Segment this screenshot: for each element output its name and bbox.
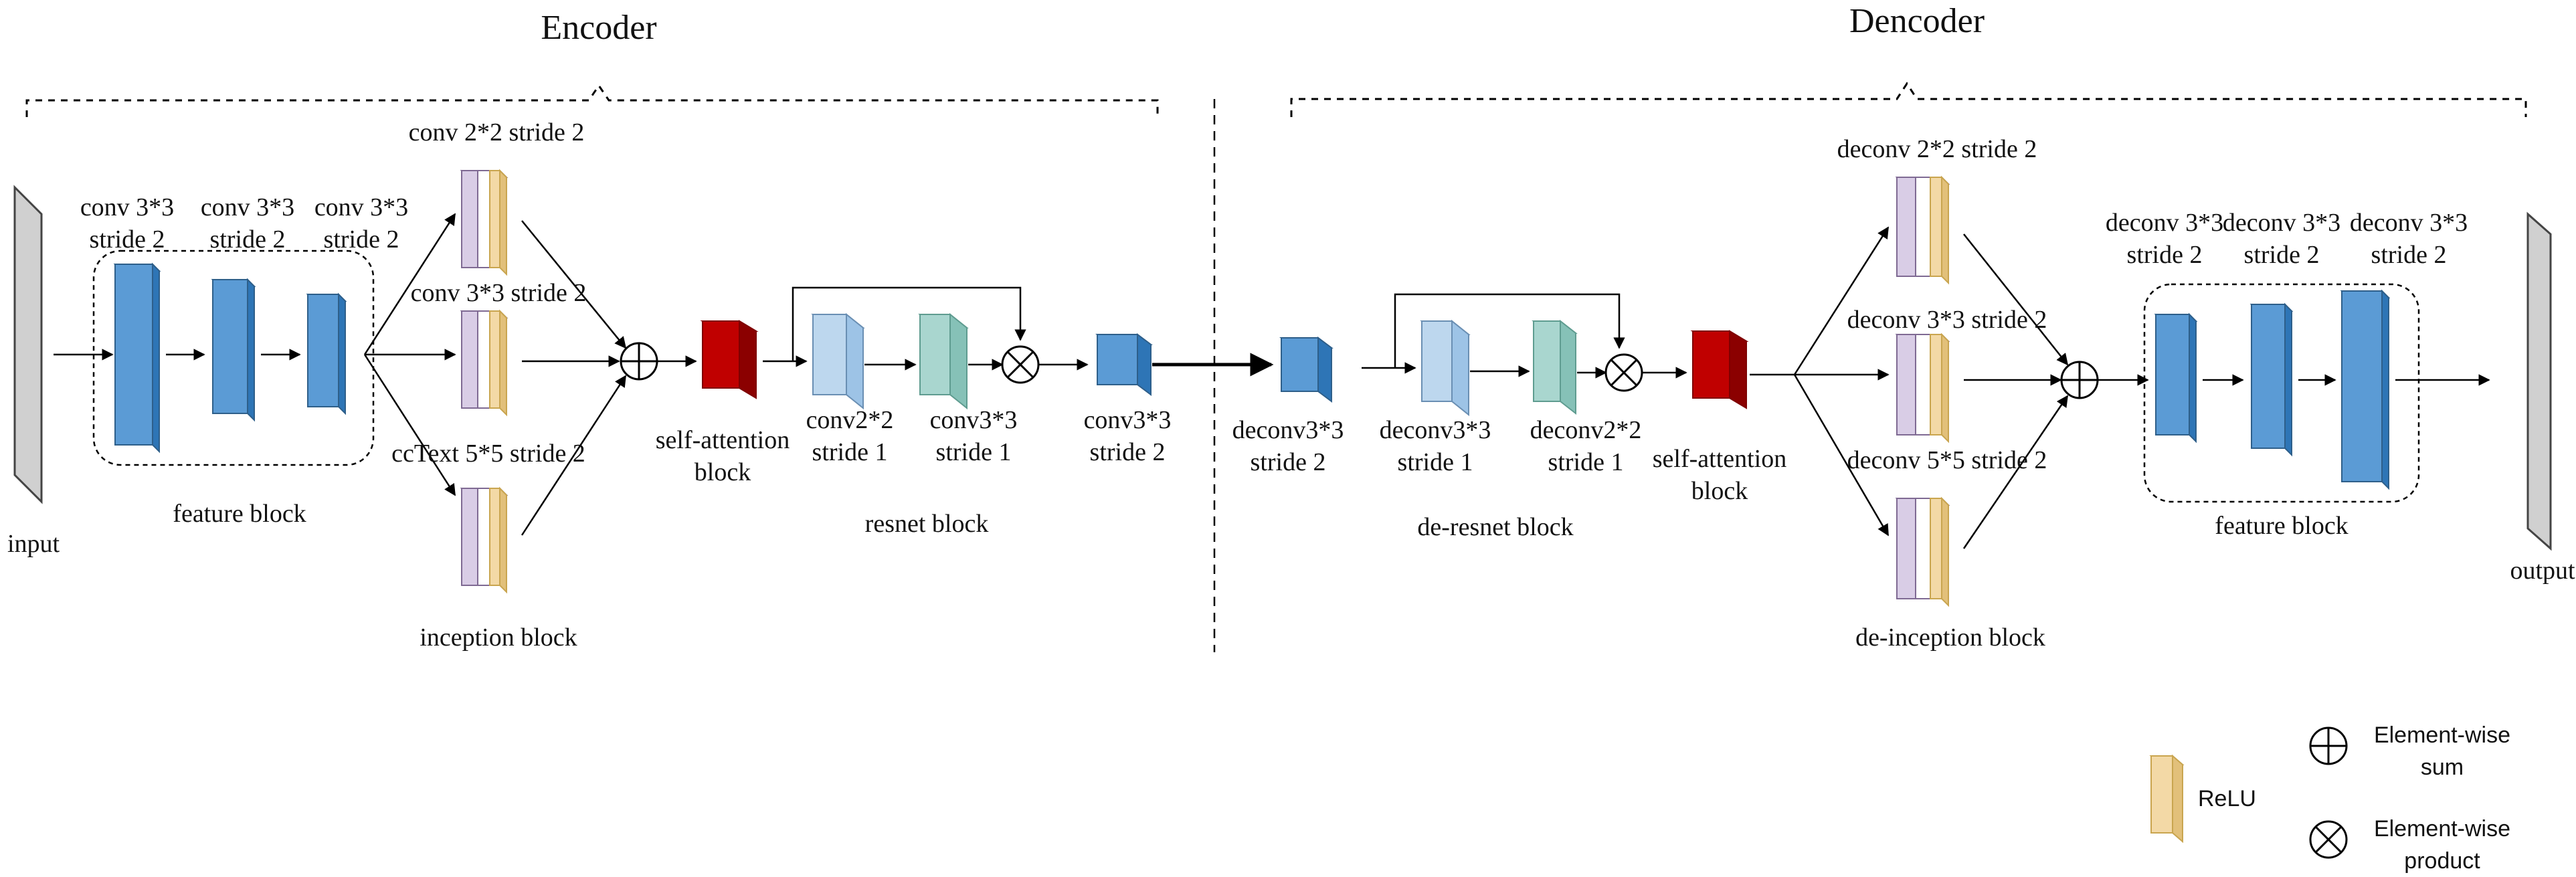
decoder-feature-block-box [2143,283,2420,503]
encoder-feature-layer-3 [306,292,347,415]
arrow-deinc1-to-sum [1963,233,2069,366]
encoder-product-icon [1001,345,1040,384]
deres-label-2a: deconv2*2 [1530,416,1642,444]
res-layer-2 [918,312,969,410]
deinception-branch-1 [1895,175,1950,285]
decoder-attention-label-2: block [1691,477,1748,505]
decoder-title: Dencoder [1849,2,1985,40]
input-plate [13,185,43,504]
arrow-desplit-top [1793,226,1890,375]
decoder-feature-layer-2 [2249,302,2294,457]
deinception-label-2: deconv 3*3 stride 2 [1847,306,2047,334]
res-layer-1 [811,312,865,410]
sum-legend-label-1: Element-wise [2374,722,2510,748]
product-legend-icon [2309,820,2348,859]
encoder-final-conv-label-2: stride 2 [1090,438,1166,466]
decoder-feature-label-3a: deconv 3*3 [2350,209,2468,237]
decoder-attention-block [1690,330,1749,409]
encoder-sum-icon [620,342,658,381]
encoder-feature-label-3b: stride 2 [324,225,399,254]
encoder-final-conv-label-1: conv3*3 [1084,406,1172,434]
inception-branch-3 [460,486,509,594]
decoder-product-icon [1604,353,1643,392]
decoder-feature-layer-3 [2340,289,2391,490]
encoder-title: Encoder [541,9,656,47]
res-label-1b: stride 1 [812,438,888,466]
deres-label-2b: stride 1 [1548,448,1624,476]
decoder-feature-label-2b: stride 2 [2244,241,2320,269]
decoder-feature-label-2a: deconv 3*3 [2223,209,2340,237]
arrow-deinc3-to-sum [1962,395,2069,549]
decoder-feature-layer-1 [2154,312,2198,444]
deres-label-1b: stride 1 [1398,448,1473,476]
encoder-bracket [25,84,1159,117]
output-plate [2526,211,2552,551]
arrow-res-skip [792,286,1026,361]
inception-label-1: conv 2*2 stride 2 [409,118,585,147]
deres-label-1a: deconv3*3 [1380,416,1491,444]
decoder-sum-icon [2060,361,2099,399]
inception-label-2: conv 3*3 stride 2 [411,279,587,307]
encoder-feature-label-2a: conv 3*3 [201,193,294,221]
resnet-block-label: resnet block [865,510,989,538]
res-label-2b: stride 1 [936,438,1012,466]
encoder-final-conv [1095,333,1153,396]
decoder-bracket [1290,82,2527,117]
deinception-label-3: deconv 5*5 stride 2 [1847,446,2047,474]
arrow-inc3-to-sum [521,375,627,536]
encoder-feature-label-1a: conv 3*3 [80,193,174,221]
decoder-first-deconv [1279,336,1333,403]
inception-label-3: ccText 5*5 stride 2 [391,440,585,468]
arrow-split-bot [363,354,456,496]
deres-layer-1 [1420,319,1471,417]
de-resnet-block-label: de-resnet block [1417,513,1573,541]
relu-legend-icon [2149,754,2185,844]
arrow-inc1-to-sum [521,220,627,349]
decoder-attention-label-1: self-attention [1653,445,1786,473]
inception-branch-1 [460,169,509,276]
arrow-split-top [363,213,456,355]
encoder-attention-label-2: block [695,458,751,486]
res-label-2a: conv3*3 [930,406,1018,434]
sum-legend-label-2: sum [2421,755,2464,780]
arrow-deres-skip [1394,293,1625,368]
deinception-branch-3 [1895,496,1950,607]
encoder-feature-label-3a: conv 3*3 [314,193,408,221]
encoder-attention-label-1: self-attention [656,426,790,454]
inception-block-label: inception block [420,623,577,652]
encoder-feature-block-label: feature block [173,500,306,528]
product-legend-label-1: Element-wise [2374,816,2510,842]
res-label-1a: conv2*2 [806,406,894,434]
arrow-desplit-bot [1793,374,1890,537]
encoder-feature-label-2b: stride 2 [210,225,286,254]
deinception-label-1: deconv 2*2 stride 2 [1837,135,2037,163]
deinception-branch-2 [1895,332,1950,444]
decoder-feature-label-3b: stride 2 [2371,241,2447,269]
de-inception-block-label: de-inception block [1855,623,2045,652]
encoder-feature-layer-1 [113,262,161,454]
relu-legend-label: ReLU [2198,786,2256,811]
inception-branch-2 [460,309,509,417]
decoder-feature-label-1b: stride 2 [2127,241,2203,269]
decoder-first-deconv-label-2: stride 2 [1251,448,1326,476]
encoder-attention-block [700,320,759,399]
sum-legend-icon [2309,726,2348,765]
encoder-feature-label-1b: stride 2 [90,225,165,254]
decoder-feature-block-label: feature block [2215,512,2348,540]
deres-layer-2 [1532,319,1578,415]
encoder-feature-block-box [92,250,375,466]
input-label: input [7,530,60,558]
decoder-first-deconv-label-1: deconv3*3 [1232,416,1344,444]
output-label: output [2510,557,2575,585]
decoder-feature-label-1a: deconv 3*3 [2106,209,2223,237]
encoder-feature-layer-2 [211,278,256,422]
product-legend-label-2: product [2404,848,2480,874]
